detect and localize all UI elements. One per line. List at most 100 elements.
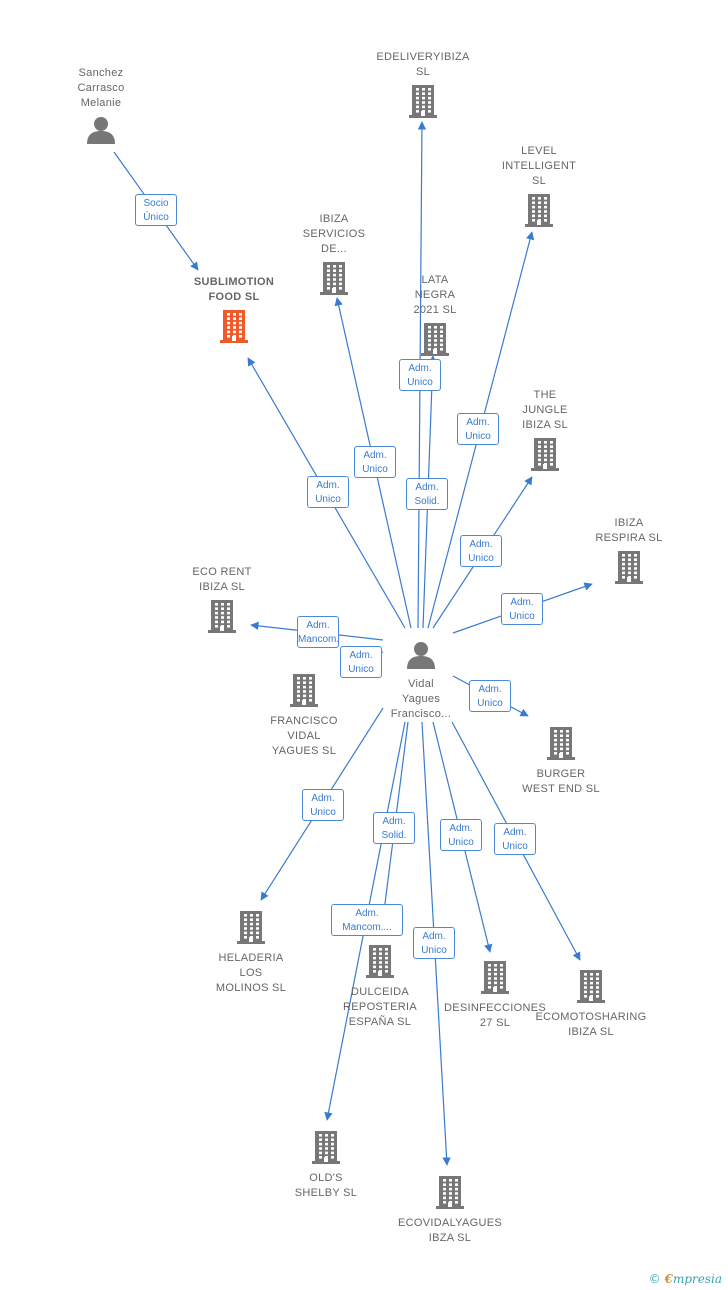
- edge-label[interactable]: Adm. Unico: [354, 446, 396, 478]
- node-label-line: DESINFECCIONES: [444, 1002, 546, 1014]
- node-label-line: JUNGLE: [522, 404, 568, 416]
- person-icon: [86, 115, 116, 150]
- building-icon: [435, 1175, 465, 1214]
- edge-label-line: Adm.: [510, 597, 534, 608]
- edge-label[interactable]: Adm.Unico: [440, 819, 482, 851]
- edge-label-line: Adm.: [422, 931, 446, 942]
- building-icon: [408, 84, 438, 123]
- edge-label[interactable]: Adm.Unico: [302, 789, 344, 821]
- brand-initial: €: [664, 1272, 673, 1286]
- building-icon: [576, 969, 606, 1008]
- building-icon: [365, 944, 395, 983]
- edge-label-line: Unico: [468, 553, 494, 564]
- building-glyph: [547, 727, 575, 760]
- edge-label-line: Unico: [421, 945, 447, 956]
- building-icon: [614, 550, 644, 589]
- edge-label[interactable]: Adm.Unico: [307, 476, 349, 508]
- building-icon: [311, 1130, 341, 1169]
- node-label-line: YAGUES SL: [271, 745, 337, 757]
- building-icon: [524, 193, 554, 232]
- node-label-line: SL: [531, 175, 547, 187]
- node-label-line: MOLINOS SL: [215, 982, 287, 994]
- node-label-line: IBIZA: [614, 517, 644, 529]
- node-desinfecciones[interactable]: DESINFECCIONES 27 SL: [430, 960, 560, 1031]
- edge-label[interactable]: Adm.Mancom.: [297, 616, 339, 648]
- building-glyph: [237, 911, 265, 944]
- edge-label[interactable]: Adm.Unico: [399, 359, 441, 391]
- edge-label-line: Unico: [310, 807, 336, 818]
- edge-label[interactable]: Adm. Unico: [469, 680, 511, 712]
- edge-label-line: Adm.: [466, 417, 490, 428]
- edge-label[interactable]: Adm.Unico: [457, 413, 499, 445]
- edge-label[interactable]: Adm.Unico: [460, 535, 502, 567]
- node-label-line: Melanie: [80, 97, 122, 109]
- edge-label[interactable]: Adm.Solid.: [373, 812, 415, 844]
- edge-label-line: Unico: [348, 664, 374, 675]
- edge-label-line: Solid.: [381, 830, 407, 841]
- node-label-line: Sanchez: [78, 67, 124, 79]
- edge-label-line: Socio: [143, 198, 169, 209]
- building-icon: [546, 726, 576, 765]
- edge-label-line: Unico: [477, 698, 503, 709]
- edge-label-line: Unico: [502, 841, 528, 852]
- edge-label-line: Adm.: [306, 620, 330, 631]
- node-label-line: Yagues: [401, 693, 441, 705]
- edge-label[interactable]: Adm.Solid.: [406, 478, 448, 510]
- edge-label-line: Unico: [362, 464, 388, 475]
- edge-label[interactable]: Adm. Unico: [494, 823, 536, 855]
- node-label-line: 27 SL: [479, 1017, 511, 1029]
- empresia-logo[interactable]: ©€mpresia: [649, 1272, 722, 1286]
- building-glyph: [366, 945, 394, 978]
- edge-label[interactable]: Adm. Unico: [501, 593, 543, 625]
- edge-label-line: Único: [143, 212, 169, 223]
- edge-label[interactable]: Adm. Unico: [413, 927, 455, 959]
- node-label-line: Francisco...: [390, 708, 452, 720]
- node-label-line: EDELIVERYIBIZA: [376, 51, 470, 63]
- edge-label-line: Unico: [448, 837, 474, 848]
- node-label: DESINFECCIONES 27 SL: [430, 1001, 560, 1031]
- node-label-line: SHELBY SL: [294, 1187, 358, 1199]
- person-glyph: [87, 117, 115, 144]
- building-icon: [219, 309, 249, 348]
- node-label-line: DE...: [321, 243, 347, 255]
- edge-label-line: Adm.: [478, 684, 502, 695]
- edge-label[interactable]: Adm.Mancom....: [331, 904, 403, 936]
- node-label-line: IBIZA SL: [568, 1026, 614, 1038]
- edge-label-line: Adm.: [503, 827, 527, 838]
- node-label-line: Vidal: [408, 678, 434, 690]
- edge-label-line: Unico: [315, 494, 341, 505]
- edge-label[interactable]: Adm.Unico: [340, 646, 382, 678]
- building-icon: [207, 599, 237, 638]
- building-glyph: [577, 970, 605, 1003]
- building-icon: [420, 322, 450, 361]
- node-label-line: SERVICIOS: [302, 228, 366, 240]
- edge-label-line: Adm.: [363, 450, 387, 461]
- edge-label-line: Unico: [509, 611, 535, 622]
- building-icon: [480, 960, 510, 999]
